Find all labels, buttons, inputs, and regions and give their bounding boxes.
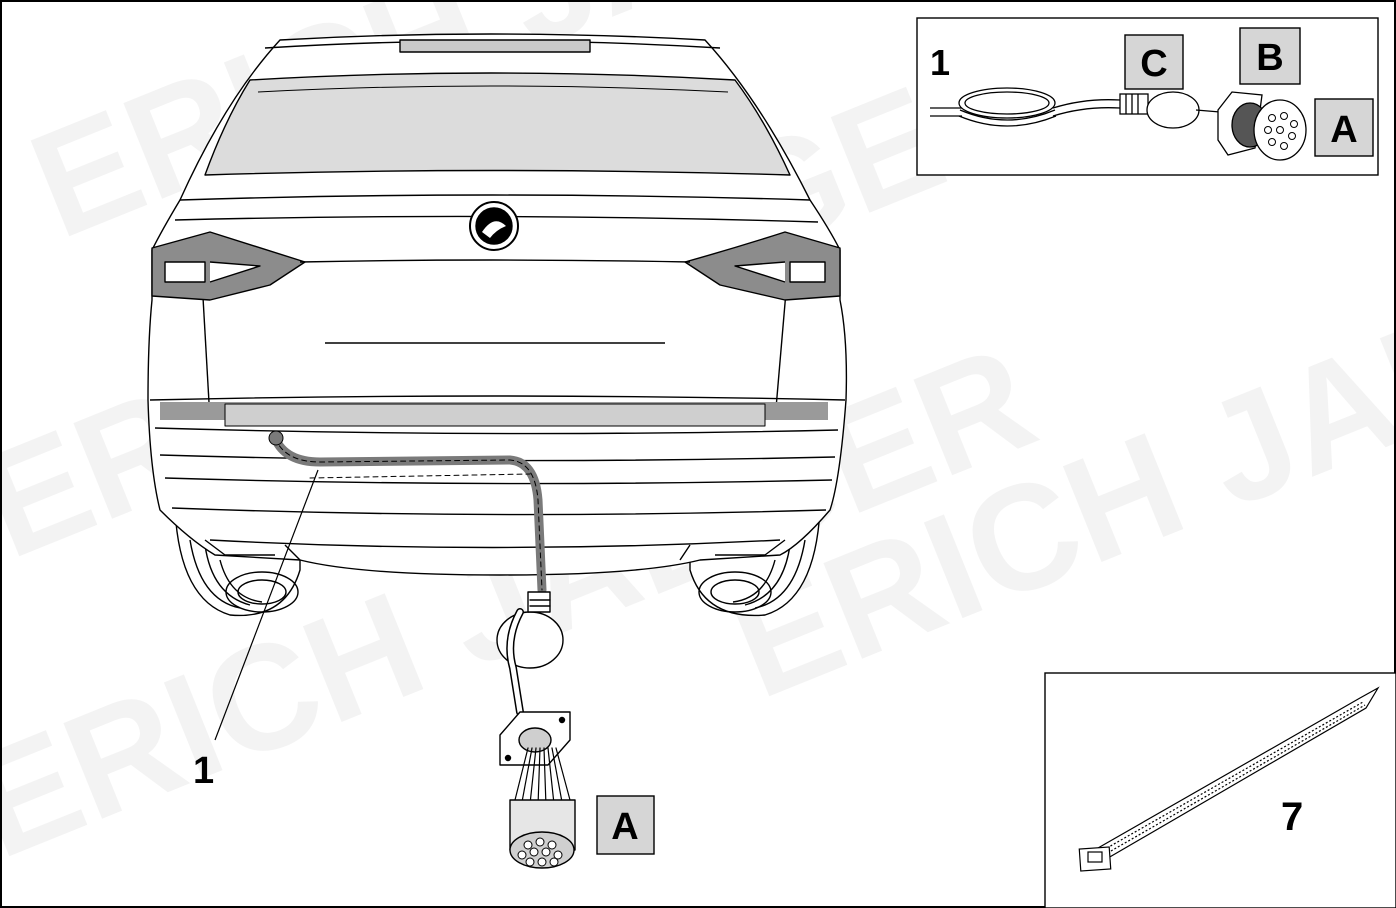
inset-harness-detail: 1 <box>916 17 1379 176</box>
socket-letter-label: A <box>611 806 638 848</box>
cable-tie <box>1078 686 1380 872</box>
inset-label-b: B <box>1256 37 1283 79</box>
inset-label-c-box <box>1124 34 1184 90</box>
brand-logo <box>469 201 519 251</box>
cable-coil <box>958 87 1056 119</box>
harness-number-label: 1 <box>193 750 214 792</box>
inset-label-a-box <box>1314 98 1374 157</box>
inset-cable-tie: 7 <box>1044 672 1396 908</box>
socket-wires <box>514 747 571 807</box>
car-rear-view <box>147 33 848 617</box>
callout-harness: 1 <box>193 469 319 792</box>
seal-grommet-upper <box>496 591 564 716</box>
harness-grommet <box>268 430 284 446</box>
cable-tie-number-label: 7 <box>1281 795 1303 839</box>
inset-label-a: A <box>1330 109 1357 151</box>
harness-leader-line <box>214 469 319 741</box>
wiring-harness <box>268 430 576 869</box>
socket-label-box <box>596 795 655 855</box>
inset-label-b-box <box>1239 27 1301 85</box>
rear-window <box>204 72 791 176</box>
callout-socket: A <box>596 795 655 855</box>
inset-number-label: 1 <box>930 42 950 83</box>
third-brake-light <box>399 39 591 53</box>
13-pin-socket <box>509 799 576 869</box>
inset-grommet <box>1119 91 1221 129</box>
inset-socket <box>1217 91 1307 161</box>
inset-label-c: C <box>1140 43 1167 85</box>
